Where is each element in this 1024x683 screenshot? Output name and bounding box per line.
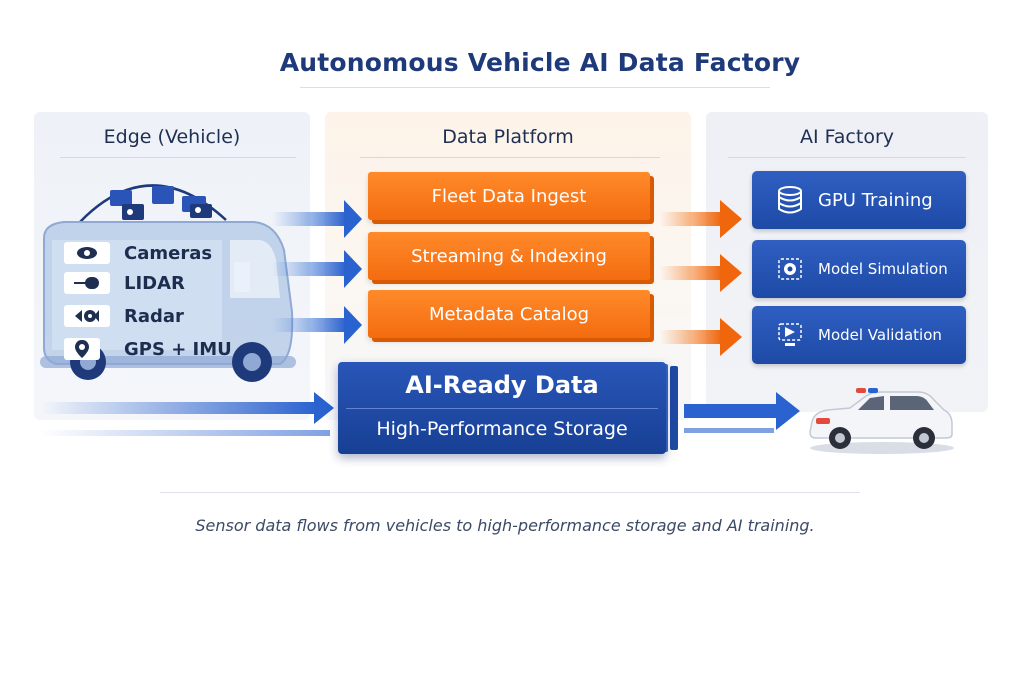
storage-divider (346, 408, 658, 409)
platform-title-rule (360, 157, 660, 158)
factory-title-rule (728, 157, 966, 158)
lidar-icon (64, 272, 110, 294)
storage-stack-layer (670, 366, 678, 450)
simulation-icon (770, 257, 810, 281)
storage-to-vehicle-arrow (684, 392, 800, 433)
storage-subtitle: High-Performance Storage (376, 418, 628, 440)
sensor-label: LIDAR (124, 272, 185, 294)
sensor-row-cameras: Cameras (64, 240, 212, 266)
sensor-label: Radar (124, 305, 184, 327)
sensor-row-lidar: LIDAR (64, 270, 185, 296)
edge-to-ingest-arrow (272, 200, 362, 238)
validation-icon (770, 322, 810, 348)
sensor-label: Cameras (124, 242, 213, 264)
step-label: Metadata Catalog (428, 303, 590, 325)
edge-to-storage-arrow (40, 392, 334, 436)
sensor-label: GPS + IMU (124, 338, 232, 360)
factory-panel-title: AI Factory (799, 126, 895, 148)
sensor-row-gps-imu: GPS + IMU (64, 336, 232, 362)
page-title: Autonomous Vehicle AI Data Factory (279, 48, 801, 77)
step-label: Streaming & Indexing (411, 245, 607, 267)
factory-item-label: Model Validation (818, 326, 942, 344)
edge-to-streaming-arrow (272, 250, 362, 288)
step-label: Fleet Data Ingest (431, 185, 587, 207)
gps-pin-icon (64, 338, 100, 360)
factory-item-label: Model Simulation (818, 260, 948, 278)
platform-panel-title: Data Platform (442, 126, 574, 148)
streaming-to-simulation-arrow (660, 254, 742, 292)
car-icon (809, 388, 954, 454)
model-validation-box: Model Validation (752, 306, 966, 364)
sensor-cluster-icon (110, 186, 212, 220)
ingest-to-training-arrow (660, 200, 742, 238)
edge-title-rule (60, 157, 296, 158)
title-divider (300, 87, 770, 88)
radar-icon (64, 305, 110, 327)
metadata-catalog-step: Metadata Catalog (368, 290, 650, 338)
caption: Sensor data flows from vehicles to high-… (195, 516, 815, 535)
fleet-data-ingest-step: Fleet Data Ingest (368, 172, 650, 220)
gpu-training-box: GPU Training (752, 171, 966, 229)
factory-item-label: GPU Training (818, 189, 933, 211)
database-icon (770, 185, 810, 215)
edge-to-catalog-arrow (272, 306, 362, 344)
streaming-indexing-step: Streaming & Indexing (368, 232, 650, 280)
model-simulation-box: Model Simulation (752, 240, 966, 298)
footer-divider (160, 492, 860, 493)
camera-icon (64, 242, 110, 264)
sensor-row-radar: Radar (64, 303, 184, 329)
storage-title: AI-Ready Data (405, 371, 599, 399)
edge-panel-title: Edge (Vehicle) (103, 126, 241, 148)
catalog-to-validation-arrow (660, 318, 742, 356)
